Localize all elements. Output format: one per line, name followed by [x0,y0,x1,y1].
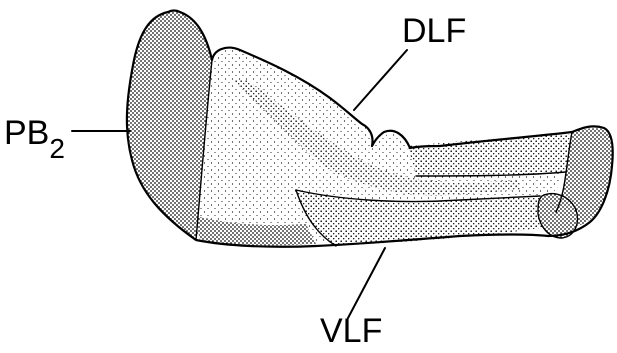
vlf-label: VLF [320,312,382,348]
dlf-label: DLF [402,12,466,50]
pb2-label: PB2 [4,114,65,164]
vlf-leader-line [348,248,385,318]
dlf-leader-line [354,50,407,110]
pb2-label-subscript: 2 [49,133,65,164]
pb2-label-base: PB [4,114,49,152]
